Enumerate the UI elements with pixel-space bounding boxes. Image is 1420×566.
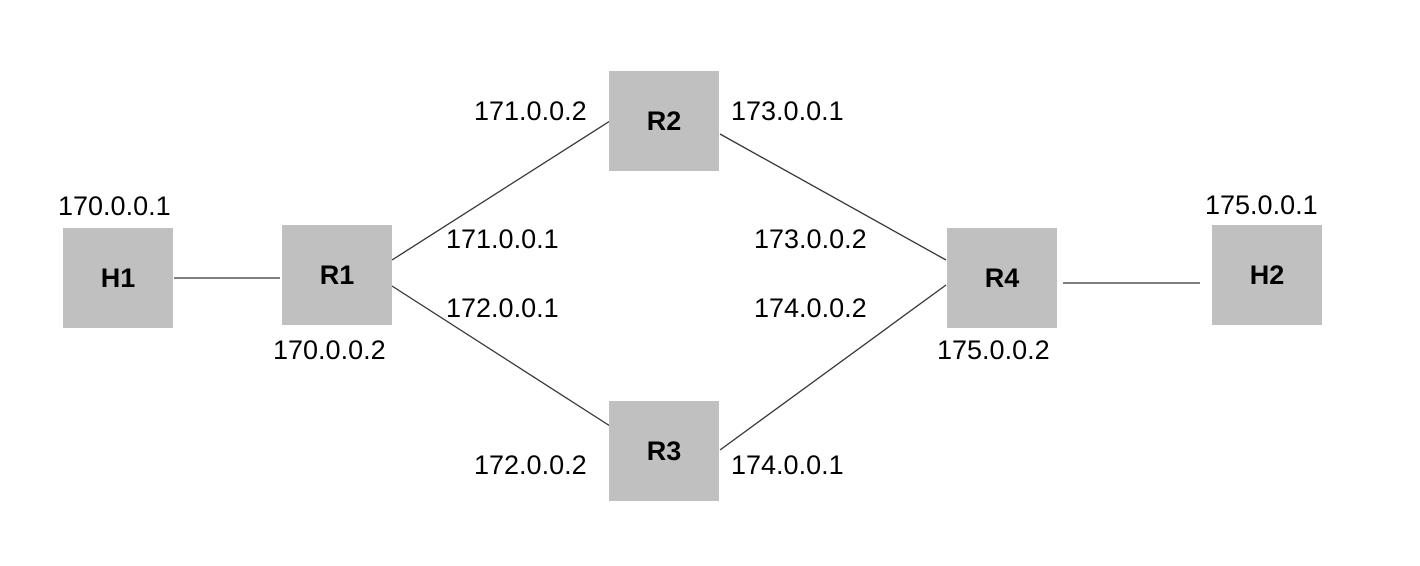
link-r2-r4 [719,133,947,261]
node-r1: R1 [282,225,392,325]
ip-r1-r2: 171.0.0.1 [446,224,559,254]
ip-r1-r3: 172.0.0.1 [446,293,559,323]
ip-h1: 170.0.0.1 [58,191,171,221]
node-h1: H1 [63,228,173,328]
node-r2: R2 [609,71,719,171]
node-r4-label: R4 [984,262,1020,293]
ip-r4-r3: 174.0.0.2 [754,293,867,323]
link-r1-r3 [391,285,611,427]
node-r3: R3 [609,401,719,501]
ip-r2-r4: 173.0.0.1 [731,96,844,126]
node-r1-label: R1 [319,259,355,290]
node-r3-label: R3 [646,435,682,466]
link-r1-r2 [391,120,611,261]
ip-r2-r1: 171.0.0.2 [474,96,587,126]
link-r3-r4 [719,284,947,451]
ip-r3-r4: 174.0.0.1 [731,450,844,480]
ip-r1-h1: 170.0.0.2 [273,335,386,365]
ip-r4-r2: 173.0.0.2 [754,224,867,254]
node-r4: R4 [947,228,1057,328]
ip-h2: 175.0.0.1 [1205,190,1318,220]
node-h2: H2 [1212,225,1322,325]
node-r2-label: R2 [646,105,682,136]
ip-r3-r1: 172.0.0.2 [474,450,587,480]
node-h2-label: H2 [1249,259,1285,290]
node-h1-label: H1 [100,262,136,293]
ip-r4-h2: 175.0.0.2 [937,335,1050,365]
